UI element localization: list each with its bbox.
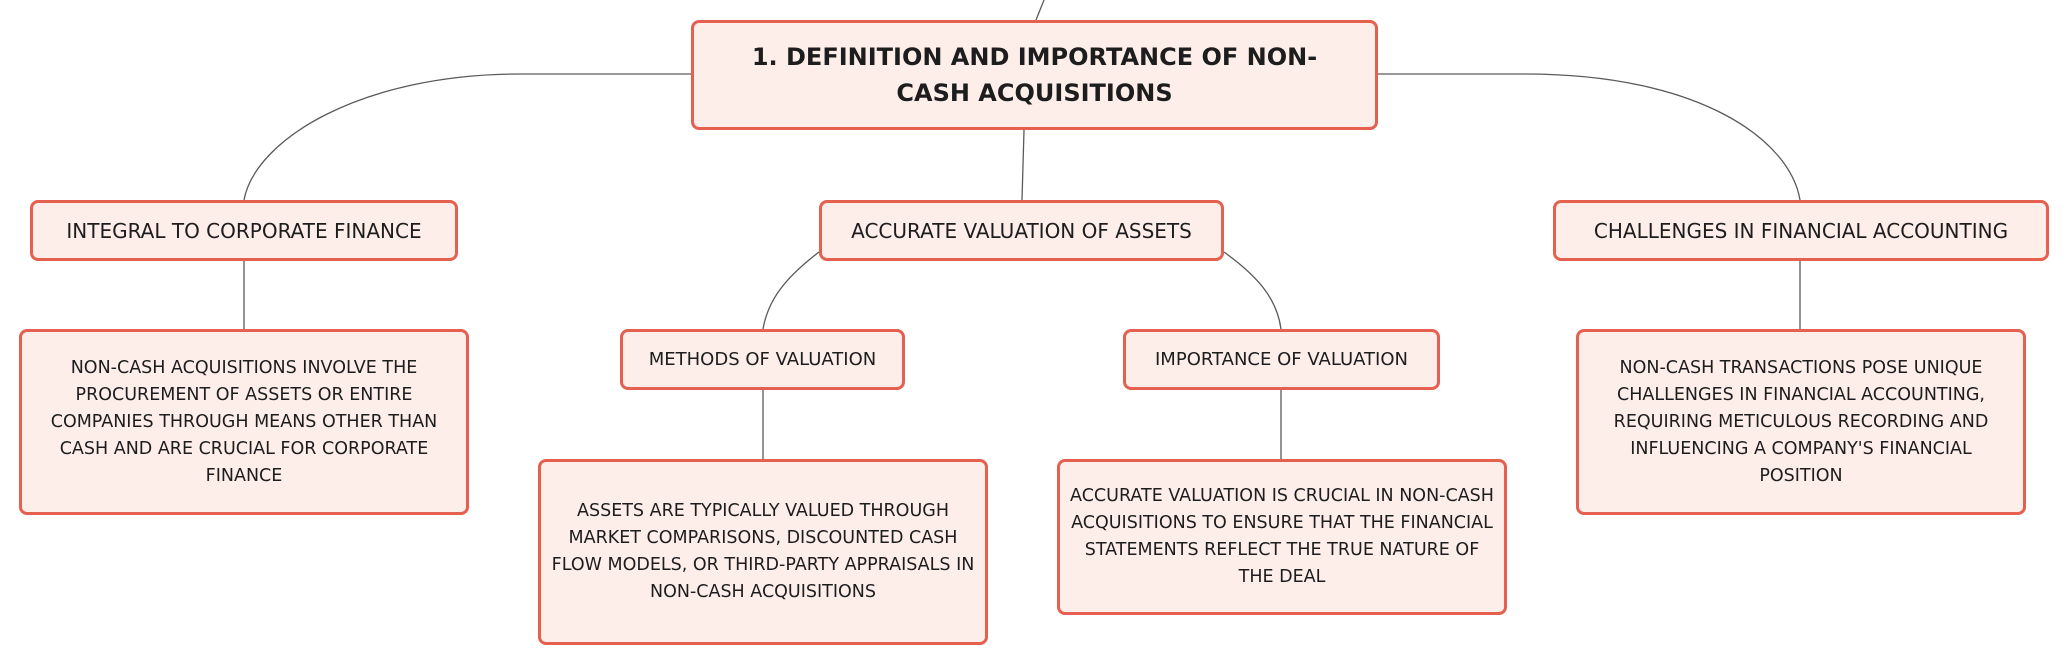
detail-methods-of-valuation[interactable]: ASSETS ARE TYPICALLY VALUED THROUGH MARK…: [538, 459, 988, 645]
detail-text: ACCURATE VALUATION IS CRUCIAL IN NON-CAS…: [1070, 486, 1494, 587]
topic-accurate-valuation-of-assets[interactable]: ACCURATE VALUATION OF ASSETS: [819, 200, 1224, 261]
detail-integral-to-corporate-finance[interactable]: NON-CASH ACQUISITIONS INVOLVE THE PROCUR…: [19, 329, 469, 515]
subtopic-label: IMPORTANCE OF VALUATION: [1155, 348, 1408, 370]
connector-root-to-accurate: [1021, 129, 1025, 201]
topic-label: CHALLENGES IN FINANCIAL ACCOUNTING: [1593, 218, 2009, 243]
root-topic-title: 1. DEFINITION AND IMPORTANCE OF NON-CASH…: [751, 43, 1318, 107]
connector-to-parent: [1035, 0, 1045, 21]
connector-root-to-challenges: [1378, 73, 1801, 201]
detail-text: NON-CASH TRANSACTIONS POSE UNIQUE CHALLE…: [1613, 357, 1989, 486]
detail-challenges-in-financial-accounting[interactable]: NON-CASH TRANSACTIONS POSE UNIQUE CHALLE…: [1576, 329, 2026, 515]
topic-integral-to-corporate-finance[interactable]: INTEGRAL TO CORPORATE FINANCE: [30, 200, 458, 261]
subtopic-methods-of-valuation[interactable]: METHODS OF VALUATION: [620, 329, 905, 390]
detail-text: NON-CASH ACQUISITIONS INVOLVE THE PROCUR…: [50, 357, 438, 486]
connector-accurate-to-importance: [1223, 251, 1282, 330]
connector-accurate-to-methods: [762, 251, 820, 330]
topic-label: ACCURATE VALUATION OF ASSETS: [851, 218, 1192, 243]
root-topic-node[interactable]: 1. DEFINITION AND IMPORTANCE OF NON-CASH…: [691, 20, 1378, 130]
detail-text: ASSETS ARE TYPICALLY VALUED THROUGH MARK…: [551, 501, 975, 602]
topic-challenges-in-financial-accounting[interactable]: CHALLENGES IN FINANCIAL ACCOUNTING: [1553, 200, 2049, 261]
subtopic-importance-of-valuation[interactable]: IMPORTANCE OF VALUATION: [1123, 329, 1440, 390]
connector-root-to-integral: [243, 73, 691, 201]
detail-importance-of-valuation[interactable]: ACCURATE VALUATION IS CRUCIAL IN NON-CAS…: [1057, 459, 1507, 615]
subtopic-label: METHODS OF VALUATION: [648, 348, 877, 370]
topic-label: INTEGRAL TO CORPORATE FINANCE: [66, 218, 422, 243]
